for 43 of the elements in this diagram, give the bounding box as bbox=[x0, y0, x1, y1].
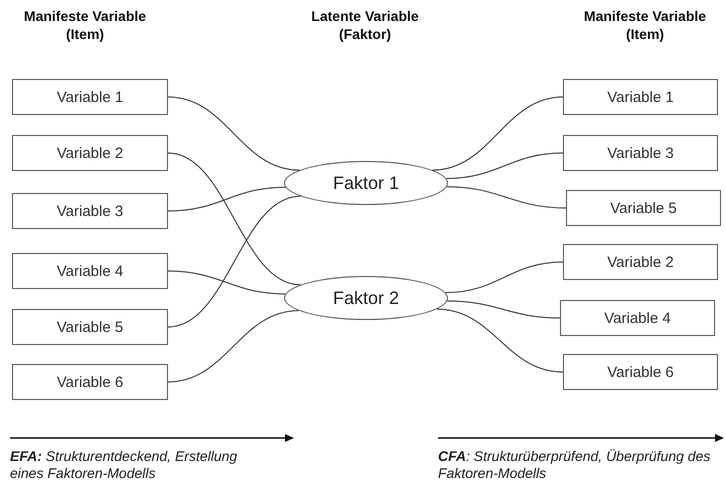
connector-line bbox=[168, 270, 286, 294]
connector-line bbox=[446, 186, 566, 208]
node-label: Variable 1 bbox=[56, 88, 124, 106]
node-label: Variable 6 bbox=[56, 374, 124, 390]
connector-line bbox=[436, 308, 564, 372]
node-label: Faktor 1 bbox=[332, 172, 400, 194]
variable-box bbox=[12, 193, 168, 229]
node-label: Variable 4 bbox=[604, 310, 671, 326]
node-label: Variable 2 bbox=[56, 144, 124, 162]
variable-box bbox=[12, 79, 168, 115]
variable-box bbox=[560, 300, 715, 336]
variable-box bbox=[563, 244, 718, 280]
variable-box bbox=[563, 354, 718, 390]
variable-box bbox=[566, 190, 721, 226]
variable-box bbox=[563, 79, 718, 115]
node-label: Variable 1 bbox=[607, 88, 674, 106]
variable-box bbox=[12, 364, 168, 400]
variable-box bbox=[563, 135, 718, 171]
column-heading: Manifeste Variable (Item) bbox=[582, 8, 708, 43]
connector-line bbox=[168, 186, 286, 212]
connector-line bbox=[168, 152, 301, 286]
node-label: Variable 4 bbox=[56, 262, 124, 280]
node-label: Faktor 2 bbox=[332, 288, 400, 308]
connector-line bbox=[446, 152, 564, 179]
variable-box bbox=[12, 135, 168, 171]
method-note: EFA: Strukturentdeckend, Erstellung eines Faktoren-Modells bbox=[10, 448, 238, 482]
node-label: Variable 6 bbox=[607, 364, 674, 380]
column-heading: Latente Variable (Faktor) bbox=[310, 8, 420, 43]
variable-box bbox=[12, 253, 168, 289]
variable-box bbox=[12, 309, 168, 345]
column-heading: Manifeste Variable (Item) bbox=[22, 8, 148, 43]
connector-line bbox=[446, 300, 560, 318]
node-label: Variable 3 bbox=[607, 144, 674, 162]
node-label: Variable 5 bbox=[56, 318, 124, 336]
connector-line bbox=[168, 96, 300, 171]
node-label: Variable 3 bbox=[56, 202, 124, 220]
connector-line bbox=[445, 262, 564, 294]
connector-line bbox=[168, 310, 300, 382]
connector-line bbox=[168, 196, 301, 328]
connector-line bbox=[432, 96, 564, 171]
node-label: Variable 5 bbox=[610, 200, 677, 216]
method-note: CFA: Strukturüberprüfend, Überprüfung des Faktoren-Modells bbox=[438, 448, 712, 482]
node-label: Variable 2 bbox=[607, 254, 674, 270]
